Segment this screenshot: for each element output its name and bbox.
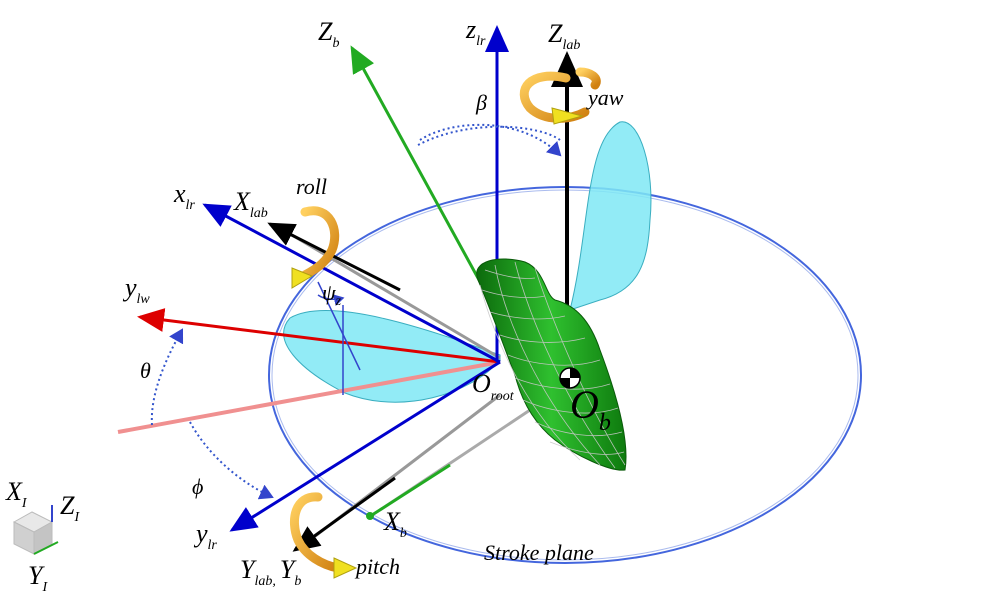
pitch-rotation-arrow	[290, 492, 358, 579]
label-theta: θ	[140, 358, 151, 383]
label-O-b: Ob	[570, 382, 611, 436]
ob-center-marker	[559, 367, 581, 389]
label-X-I: XI	[5, 477, 28, 511]
label-x-lr: xlr	[173, 179, 195, 213]
beta-arc	[419, 123, 562, 157]
label-Z-I: ZI	[60, 491, 80, 525]
insect-body	[476, 258, 627, 471]
y-lw-axis	[137, 308, 501, 364]
label-Z-b: Zb	[318, 17, 339, 51]
x-lr-axis	[202, 203, 501, 364]
label-O-root: Oroot	[472, 369, 515, 404]
label-Y-lab-Y-b: Ylab,Yb	[240, 555, 301, 589]
label-y-lr: ylr	[193, 519, 217, 553]
label-X-b: Xb	[383, 507, 407, 541]
inertial-frame-cube	[12, 505, 59, 555]
theta-reference-line	[117, 360, 501, 434]
label-Y-I: YI	[28, 561, 48, 595]
theta-arc	[150, 328, 184, 426]
right-wing	[569, 121, 652, 311]
z-b-axis	[350, 45, 492, 301]
y-lr-axis	[229, 360, 501, 532]
label-yaw: yaw	[586, 85, 624, 110]
label-beta: β	[475, 90, 487, 115]
label-y-lw: ylw	[122, 273, 150, 307]
label-z-lr: zlr	[465, 15, 486, 49]
y-lab-axis	[292, 476, 396, 552]
yaw-rotation-arrow	[519, 67, 601, 125]
label-phi: ϕ	[192, 474, 203, 499]
roll-rotation-arrow	[291, 206, 340, 289]
label-stroke-plane: Stroke plane	[484, 540, 594, 565]
left-wing	[283, 310, 501, 403]
label-Z-lab: Zlab	[548, 19, 580, 53]
label-X-lab: Xlab	[233, 187, 268, 221]
label-pitch: pitch	[354, 554, 400, 579]
x-b-axis	[371, 463, 451, 517]
x-lab-axis	[267, 222, 401, 292]
phi-arc	[189, 421, 274, 500]
label-psi: ψz	[322, 280, 342, 309]
label-roll: roll	[296, 174, 327, 199]
